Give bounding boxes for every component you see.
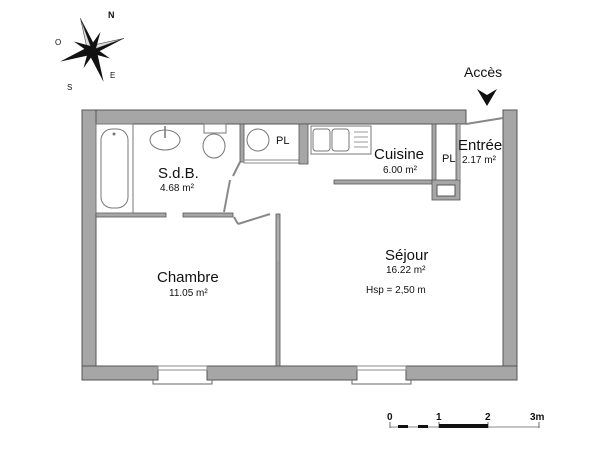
bathtub [95,123,134,214]
arrow-down-icon [477,89,497,106]
compass-rose-icon [60,17,125,82]
compass-east-label: E [110,71,115,80]
kitchen-sink [310,125,372,155]
scale-tick-3: 3m [530,412,545,423]
room-area-sdb: 4.68 m² [160,183,195,194]
closet-label-sdb: PL [276,135,289,147]
exterior-walls [81,109,518,381]
room-area-cuisine: 6.00 m² [383,165,418,176]
compass-south-label: S [67,83,72,92]
scale-tick-2: 2 [485,412,491,423]
doors [223,117,504,262]
scale-bar [389,422,540,428]
compass-north-label: N [108,10,115,20]
room-area-chambre: 11.05 m² [169,288,208,299]
scale-tick-0: 0 [387,412,393,423]
room-name-chambre: Chambre [157,269,219,286]
sink [149,126,181,151]
scale-tick-1: 1 [436,412,442,423]
window-chambre [152,365,213,385]
access-label: Accès [464,64,502,80]
water-heater [246,128,270,152]
ceiling-height: Hsp = 2,50 m [366,285,426,296]
room-name-sdb: S.d.B. [158,165,199,182]
toilet [202,123,227,159]
room-name-entree: Entrée [458,137,502,154]
room-area-entree: 2.17 m² [462,155,497,166]
room-name-cuisine: Cuisine [374,146,424,163]
room-area-sejour: 16.22 m² [386,265,426,276]
closet-label-entree: PL [442,153,455,165]
compass-west-label: O [55,38,61,47]
window-sejour [351,365,412,385]
interior-walls [95,123,461,367]
room-name-sejour: Séjour [385,247,428,264]
